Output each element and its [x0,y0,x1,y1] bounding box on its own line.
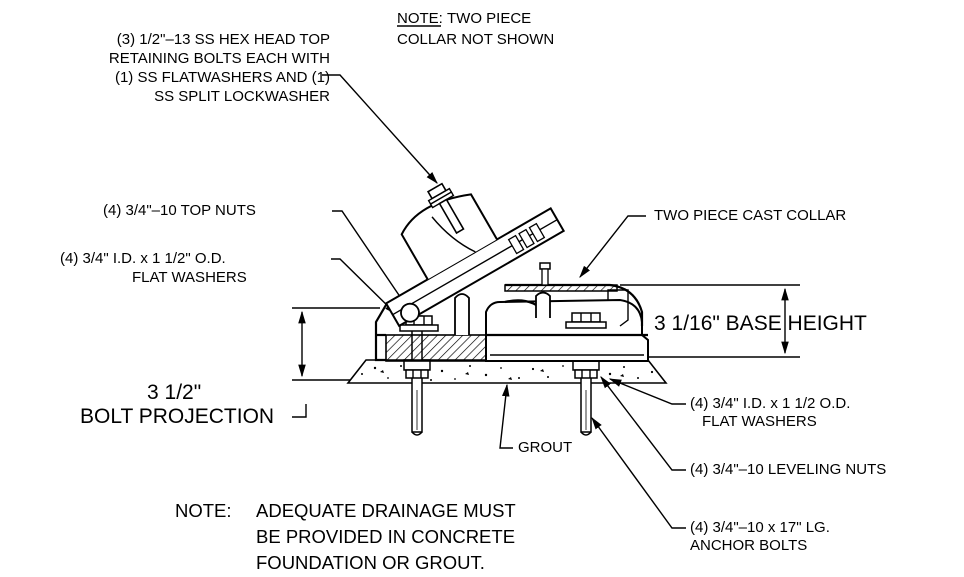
tilted-pole-flange [384,193,566,328]
grout-leader [499,383,513,449]
anchor-bolts-leader [591,416,686,529]
leveling-nuts-label: (4) 3/4"–10 LEVELING NUTS [690,461,886,478]
leveling-nut-right [572,359,600,379]
retaining-bolts-line2: RETAINING BOLTS EACH WITH [109,50,330,67]
retaining-bolt [426,182,465,235]
drainage-note-line1: ADEQUATE DRAINAGE MUST [256,500,516,521]
drainage-note-line3: FOUNDATION OR GROUT. [256,552,485,573]
top-nuts-leader [332,210,408,309]
drainage-note: NOTE: ADEQUATE DRAINAGE MUST BE PROVIDED… [175,500,516,573]
breakaway-base [374,262,649,362]
base-lug [454,293,470,335]
bolt-projection-value: 3 1/2" [147,381,201,404]
base-lug-right [535,291,551,318]
top-note-line2: COLLAR NOT SHOWN [397,31,554,48]
hatched-base-section [385,334,487,362]
cast-collar-plate [504,284,618,292]
bolt-shank [438,198,465,235]
top-nuts-label: (4) 3/4"–10 TOP NUTS [103,202,256,219]
bolt-projection-label: BOLT PROJECTION [80,405,274,428]
collar-screw-head [539,262,551,270]
anchor-bolts-line2: ANCHOR BOLTS [690,537,807,554]
retaining-bolts-callout: (3) 1/2"–13 SS HEX HEAD TOP RETAINING BO… [109,31,438,184]
flat-washers-bottom-line1: (4) 3/4" I.D. x 1 1/2 O.D. [690,395,850,412]
flat-washers-top-line1: (4) 3/4" I.D. x 1 1/2" O.D. [60,250,226,267]
retaining-bolts-leader [322,74,438,184]
drainage-note-prefix: NOTE: [175,500,232,521]
flat-washers-bottom-line2: FLAT WASHERS [702,413,817,430]
flat-washers-top-line2: FLAT WASHERS [132,269,247,286]
base-height-label: 3 1/16" BASE HEIGHT [654,312,867,335]
leveling-nut-left [403,359,431,379]
top-nut-right [571,312,601,323]
collar-screw-shank [541,268,549,286]
top-note-line1: TWO PIECE [447,10,531,27]
retaining-bolts-line3: (1) SS FLATWASHERS AND (1) [115,69,330,86]
cast-collar-label: TWO PIECE CAST COLLAR [654,207,846,224]
flat-washers-bottom-leader [608,378,686,405]
grout-pad [346,359,668,384]
top-note-prefix: NOTE: [397,10,443,27]
bolt-projection-dimension: 3 1/2" BOLT PROJECTION [80,307,380,428]
base-right-body [485,298,649,362]
retaining-bolts-line4: SS SPLIT LOCKWASHER [154,88,330,105]
grout-pad-outline [346,359,668,384]
retaining-bolts-line1: (3) 1/2"–13 SS HEX HEAD TOP [117,31,330,48]
leveling-nuts-leader [600,375,686,471]
base-height-dimension: 3 1/16" BASE HEIGHT [620,284,867,358]
pole-stub [400,193,498,280]
cast-collar-leader [579,215,646,278]
bolt-projection-leader [292,404,307,418]
flat-washers-top-leader [331,258,397,315]
flange-bolt-hole [400,302,420,323]
grout-speckle [361,365,654,381]
drainage-note-line2: BE PROVIDED IN CONCRETE [256,526,515,547]
top-washer-right [565,321,607,329]
top-washer-left [399,324,439,332]
grout-label: GROUT [518,439,572,456]
anchor-bolts-line1: (4) 3/4"–10 x 17" LG. [690,519,830,536]
